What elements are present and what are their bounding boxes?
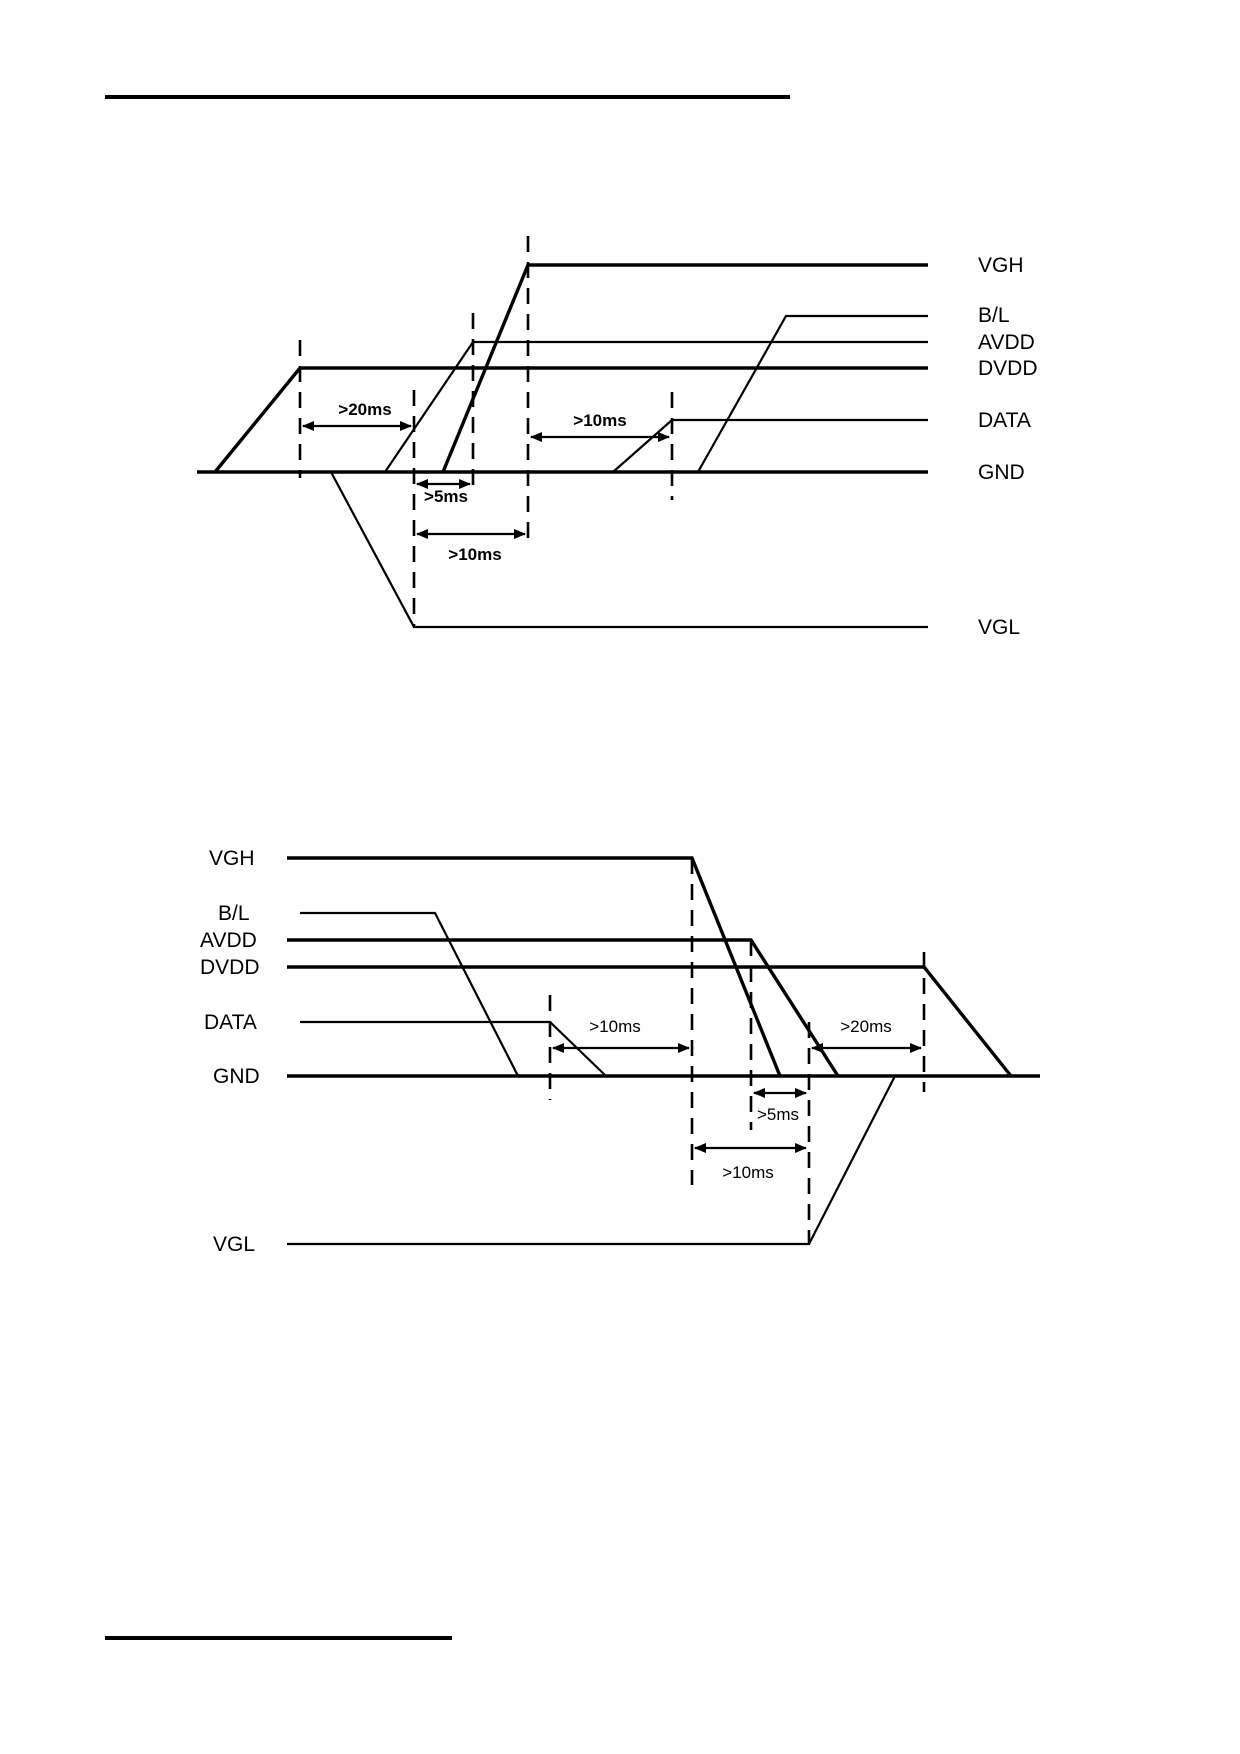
power-on-timing-data-10ms: >10ms [573, 411, 626, 430]
power-off-label-gnd: GND [213, 1065, 260, 1088]
power-off-timing-vgl-10ms: >10ms [722, 1163, 774, 1182]
power-on-timing-5ms: >5ms [424, 487, 468, 506]
power-on-vgl-waveform [330, 471, 928, 629]
power-off-label-avdd: AVDD [200, 929, 257, 952]
power-on-bl-waveform [697, 314, 928, 473]
power-on-label-data: DATA [978, 409, 1031, 432]
power-on-label-dvdd: DVDD [978, 357, 1038, 380]
power-on-label-bl: B/L [978, 304, 1010, 327]
power-on-data-waveform [612, 418, 928, 473]
power-off-label-bl: B/L [218, 902, 250, 925]
power-off-avdd-waveform [287, 938, 840, 1077]
power-off-timing-5ms: >5ms [757, 1105, 799, 1124]
power-off-label-dvdd: DVDD [200, 956, 260, 979]
power-on-avdd-waveform [384, 340, 928, 473]
power-on-label-vgl: VGL [978, 616, 1020, 639]
power-on-label-gnd: GND [978, 461, 1025, 484]
power-off-vgl-waveform [287, 1075, 896, 1246]
power-off-label-vgl: VGL [213, 1233, 255, 1256]
power-on-diagram: >20ms >5ms >10ms >10ms VGH B/L AVDD DVDD… [197, 236, 1038, 639]
power-off-timing-20ms: >20ms [840, 1017, 892, 1036]
power-off-label-data: DATA [204, 1011, 257, 1034]
power-on-timing-vgh-10ms: >10ms [448, 545, 501, 564]
power-off-label-vgh: VGH [209, 847, 255, 870]
power-on-timing-20ms: >20ms [338, 400, 391, 419]
power-on-label-avdd: AVDD [978, 331, 1035, 354]
power-off-bl-waveform [300, 911, 519, 1077]
power-off-timing-data-10ms: >10ms [589, 1017, 641, 1036]
power-on-label-vgh: VGH [978, 254, 1024, 277]
power-off-diagram: >10ms >20ms >5ms >10ms VGH B/L AVDD DVDD… [200, 847, 1040, 1256]
